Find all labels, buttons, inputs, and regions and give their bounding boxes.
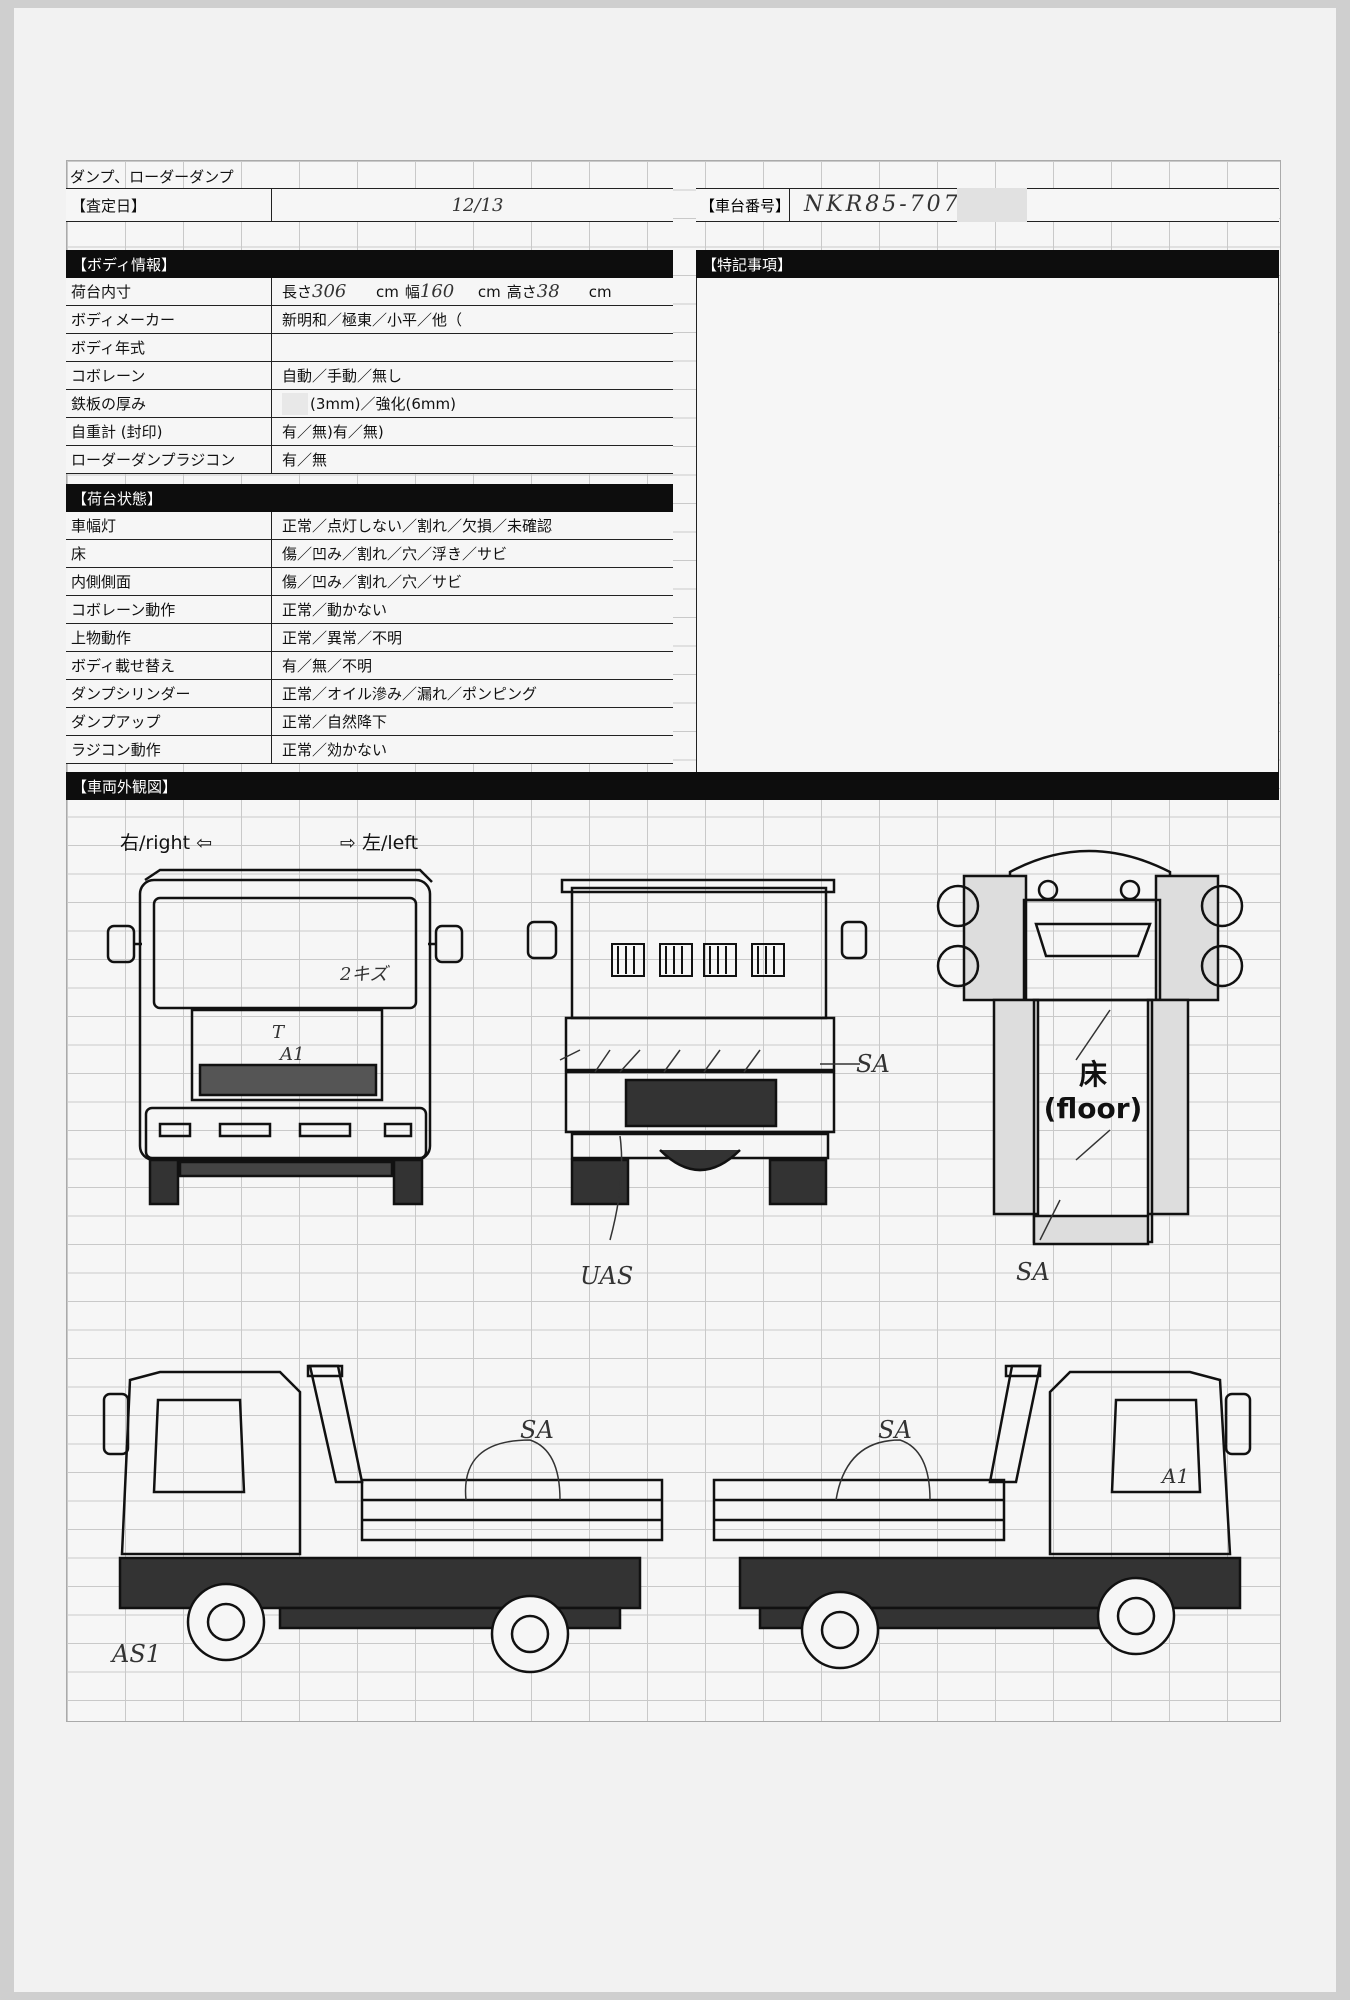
note-rear-uas: UAS	[580, 1262, 634, 1290]
row-key: ボディ載せ替え	[66, 652, 272, 679]
row-key: 自重計 (封印)	[66, 418, 272, 445]
floor-label-jp: 床	[1078, 1058, 1107, 1091]
special-notes-box	[696, 278, 1279, 772]
note-side-right-as1: AS1	[112, 1640, 162, 1668]
row-value: 傷／凹み／割れ／穴／浮き／サビ	[282, 545, 508, 563]
row-key: 車幅灯	[66, 512, 272, 539]
note-side-right-sa: SA	[520, 1416, 554, 1444]
body-row-scale: 自重計 (封印) 有／無)有／無)	[66, 418, 673, 446]
row-key: ダンプシリンダー	[66, 680, 272, 707]
body-row-bed-size: 荷台内寸 長さ 306 cm 幅 160 cm 高さ 38 cm	[66, 278, 673, 306]
row-value: 新明和／極東／小平／他（	[282, 311, 463, 329]
left-direction-label: ⇨ 左/left	[340, 832, 419, 854]
truck-side-view-left	[712, 1364, 1252, 1670]
row-key: 内側側面	[66, 568, 272, 595]
inspection-date-row: 【査定日】 12/13	[66, 188, 673, 222]
note-floor-sa: SA	[1016, 1258, 1050, 1286]
bed-row-7: ダンプアップ 正常／自然降下	[66, 708, 673, 736]
row-key: 鉄板の厚み	[66, 390, 272, 417]
bed-row-4: 上物動作 正常／異常／不明	[66, 624, 673, 652]
redacted-area	[282, 392, 308, 415]
body-row-radio: ローダーダンプラジコン 有／無	[66, 446, 673, 474]
truck-front-view	[106, 868, 464, 1206]
bed-row-2: 内側側面 傷／凹み／割れ／穴／サビ	[66, 568, 673, 596]
bed-row-3: コボレーン動作 正常／動かない	[66, 596, 673, 624]
floor-label: 床 (floor)	[1038, 1058, 1148, 1126]
car-number-label: 【車台番号】	[696, 189, 790, 221]
bed-row-8: ラジコン動作 正常／効かない	[66, 736, 673, 764]
note-front-t: T	[272, 1022, 285, 1043]
width-label: 幅	[404, 283, 420, 301]
floor-label-en: (floor)	[1043, 1092, 1143, 1125]
special-notes-header: 【特記事項】	[696, 250, 1279, 278]
note-side-left-sa: SA	[878, 1416, 912, 1444]
truck-side-view-right	[102, 1364, 664, 1674]
row-value: 有／無)有／無)	[282, 423, 384, 441]
car-number-value: NKR85-707	[804, 192, 961, 217]
row-key: コボレーン動作	[66, 596, 272, 623]
body-info-header: 【ボディ情報】	[66, 250, 673, 278]
bed-row-1: 床 傷／凹み／割れ／穴／浮き／サビ	[66, 540, 673, 568]
inspection-date-label: 【査定日】	[66, 189, 272, 221]
redacted-area	[956, 188, 1027, 222]
inspection-date-value: 12/13	[451, 194, 504, 216]
row-key: 荷台内寸	[66, 278, 272, 305]
row-value: 正常／効かない	[282, 741, 388, 759]
width-value: 160	[419, 281, 455, 302]
row-key: ダンプアップ	[66, 708, 272, 735]
row-value: 正常／動かない	[282, 601, 388, 619]
body-row-year: ボディ年式	[66, 334, 673, 362]
bed-row-6: ダンプシリンダー 正常／オイル滲み／漏れ／ポンピング	[66, 680, 673, 708]
body-row-maker: ボディメーカー 新明和／極東／小平／他（	[66, 306, 673, 334]
note-side-left-a1: A1	[1162, 1464, 1190, 1488]
row-value: 有／無／不明	[282, 657, 373, 675]
unit: cm	[477, 282, 501, 301]
row-value: 傷／凹み／割れ／穴／サビ	[282, 573, 463, 591]
row-value: 正常／自然降下	[282, 713, 388, 731]
right-direction-label: 右/right ⇦	[120, 832, 213, 854]
row-value: 自動／手動／無し	[282, 367, 403, 385]
row-key: ラジコン動作	[66, 736, 272, 763]
height-label: 高さ	[506, 283, 537, 301]
truck-top-view	[936, 849, 1244, 1246]
length-label: 長さ	[282, 283, 313, 301]
body-row-koboren: コボレーン 自動／手動／無し	[66, 362, 673, 390]
row-key: ローダーダンプラジコン	[66, 446, 272, 473]
body-row-thickness: 鉄板の厚み (3mm)／強化(6mm)	[66, 390, 673, 418]
row-value: 有／無	[282, 451, 328, 469]
exterior-header: 【車両外観図】	[66, 772, 1279, 800]
row-key: 床	[66, 540, 272, 567]
row-value: 正常／オイル滲み／漏れ／ポンピング	[282, 685, 538, 703]
row-key: ボディメーカー	[66, 306, 272, 333]
unit: cm	[376, 282, 399, 301]
length-value: 306	[312, 281, 347, 302]
row-value: (3mm)／強化(6mm)	[310, 395, 456, 413]
document-title: ダンプ、ローダーダンプ	[70, 168, 234, 186]
row-value: 正常／点灯しない／割れ／欠損／未確認	[282, 517, 553, 535]
row-key: 上物動作	[66, 624, 272, 651]
truck-rear-view	[526, 878, 868, 1206]
note-front-scratch: 2キズ	[340, 964, 388, 985]
row-key: ボディ年式	[66, 334, 272, 361]
bed-condition-header: 【荷台状態】	[66, 484, 673, 512]
height-value: 38	[536, 281, 560, 302]
bed-row-5: ボディ載せ替え 有／無／不明	[66, 652, 673, 680]
row-value: 正常／異常／不明	[282, 629, 403, 647]
bed-row-0: 車幅灯 正常／点灯しない／割れ／欠損／未確認	[66, 512, 673, 540]
row-key: コボレーン	[66, 362, 272, 389]
unit: cm	[588, 282, 612, 301]
note-front-a1: A1	[280, 1044, 305, 1065]
car-number-row: 【車台番号】 NKR85-707	[696, 188, 1279, 222]
note-rear-sa: SA	[856, 1050, 890, 1078]
